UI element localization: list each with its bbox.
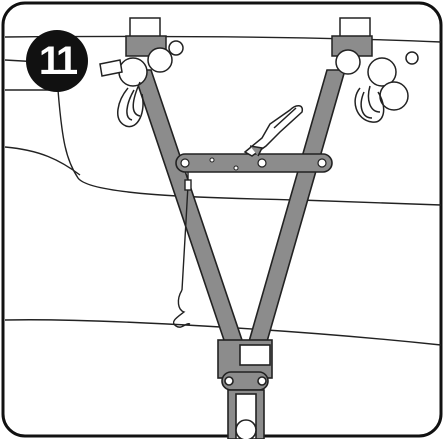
step-number-badge: 11 <box>26 30 88 92</box>
right-clamp-icon <box>331 17 419 123</box>
safety-cable <box>172 172 192 328</box>
adjusting-handle-icon <box>243 105 304 157</box>
cross-bar <box>175 153 333 173</box>
left-clamp-icon <box>99 17 184 128</box>
hitch-coupling <box>217 339 273 439</box>
